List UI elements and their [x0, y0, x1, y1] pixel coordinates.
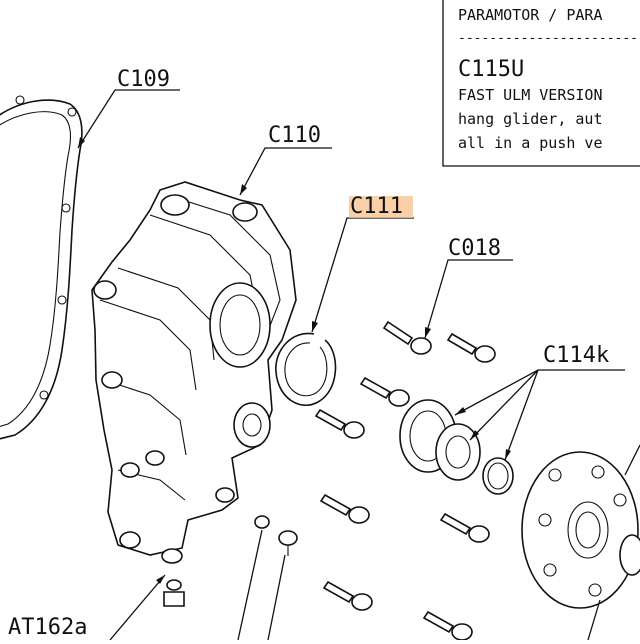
info-line-3: all in a push ve: [458, 134, 603, 152]
housing-c110: [91, 181, 297, 556]
info-box: PARAMOTOR / PARA -----------------------…: [442, 0, 640, 167]
small-screw-2: [278, 530, 298, 556]
bolt-6: [439, 512, 490, 543]
seal-kit-c114k: [399, 399, 514, 495]
gasket-c109: [0, 95, 83, 440]
bolt-8: [422, 610, 473, 641]
label-c114k: C114k: [543, 343, 609, 368]
bolt-3: [359, 376, 410, 407]
flange-hub: [521, 451, 640, 609]
circlip-c111: [275, 332, 337, 407]
bolt-4: [314, 408, 365, 439]
info-model: C115U: [458, 57, 524, 82]
drain-plug-at162a: [161, 548, 185, 607]
label-c109: C109: [117, 67, 170, 92]
label-at162a: AT162a: [8, 615, 87, 640]
bolt-5: [319, 493, 370, 524]
bolt-1: [382, 320, 432, 355]
bolt-7: [322, 580, 373, 611]
label-c018: C018: [448, 236, 501, 261]
info-line-1: FAST ULM VERSION: [458, 86, 603, 104]
info-dashes: -------------------------: [458, 31, 640, 46]
c111-highlight: [349, 196, 413, 218]
bolt-2: [446, 332, 496, 363]
info-header: PARAMOTOR / PARA: [458, 6, 603, 24]
bolts-c018: [254, 320, 496, 641]
label-c110: C110: [268, 123, 321, 148]
small-screw-1: [254, 515, 270, 529]
info-line-2: hang glider, aut: [458, 110, 603, 128]
label-c111: C111: [350, 194, 403, 219]
